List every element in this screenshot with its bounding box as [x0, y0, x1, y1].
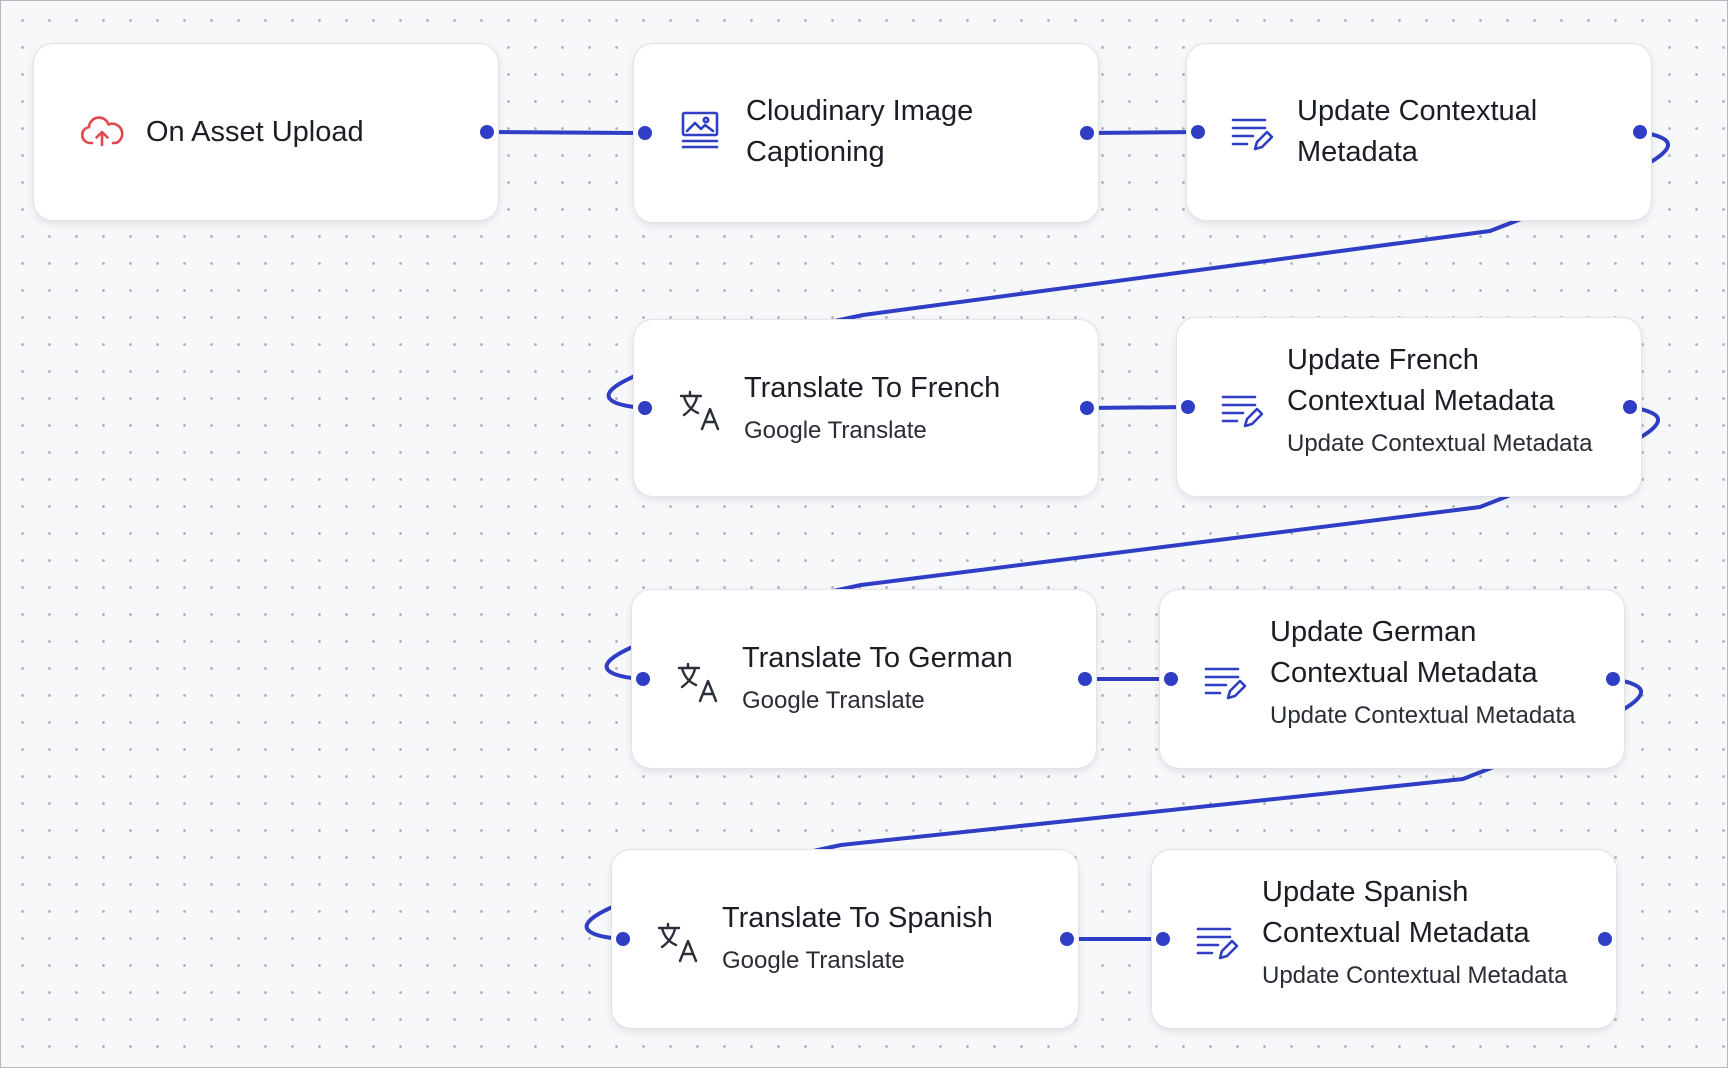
output-handle-cloudinary-image-captioning[interactable]	[1080, 126, 1094, 140]
edit-list-icon	[1219, 388, 1263, 432]
node-subtitle: Google Translate	[744, 417, 927, 444]
translate-icon	[656, 920, 700, 964]
input-handle-translate-to-french[interactable]	[638, 401, 652, 415]
input-handle-update-french-contextual-metadata[interactable]	[1181, 400, 1195, 414]
node-title: Update French Contextual Metadata	[1287, 344, 1555, 417]
node-subtitle: Google Translate	[742, 687, 925, 714]
output-handle-translate-to-spanish[interactable]	[1060, 932, 1074, 946]
output-handle-update-contextual-metadata[interactable]	[1633, 125, 1647, 139]
image-caption-icon	[678, 109, 722, 153]
edit-list-icon	[1194, 920, 1238, 964]
cloud-upload-icon-arrow	[95, 130, 109, 147]
translate-icon	[676, 660, 720, 704]
node-title: Update German Contextual Metadata	[1270, 616, 1538, 689]
node-title: Update Spanish Contextual Metadata	[1262, 876, 1530, 949]
input-handle-cloudinary-image-captioning[interactable]	[638, 126, 652, 140]
cloud-upload-icon-cloud	[80, 116, 124, 145]
output-handle-update-spanish-contextual-metadata[interactable]	[1598, 932, 1612, 946]
node-title: Translate To German	[742, 642, 1013, 674]
edit-list-icon	[1202, 660, 1246, 704]
input-handle-translate-to-spanish[interactable]	[616, 932, 630, 946]
edit-list-icon	[1229, 111, 1273, 155]
node-cloudinary-image-captioning[interactable]: Cloudinary Image Captioning	[633, 43, 1099, 223]
output-handle-update-german-contextual-metadata[interactable]	[1606, 672, 1620, 686]
input-handle-update-german-contextual-metadata[interactable]	[1164, 672, 1178, 686]
input-handle-translate-to-german[interactable]	[636, 672, 650, 686]
node-update-french-contextual-metadata[interactable]: Update French Contextual Metadata Update…	[1176, 317, 1642, 497]
node-title: Translate To French	[744, 372, 1001, 404]
node-subtitle: Update Contextual Metadata	[1262, 962, 1568, 989]
node-subtitle: Update Contextual Metadata	[1287, 430, 1593, 457]
output-handle-translate-to-french[interactable]	[1080, 401, 1094, 415]
node-subtitle: Google Translate	[722, 947, 905, 974]
node-translate-to-french[interactable]: Translate To French Google Translate	[633, 319, 1099, 497]
translate-icon	[678, 388, 722, 432]
node-translate-to-german[interactable]: Translate To German Google Translate	[631, 589, 1097, 769]
cloud-upload-icon	[80, 111, 124, 155]
node-subtitle: Update Contextual Metadata	[1270, 702, 1576, 729]
input-handle-update-spanish-contextual-metadata[interactable]	[1156, 932, 1170, 946]
input-handle-update-contextual-metadata[interactable]	[1191, 125, 1205, 139]
output-handle-on-asset-upload[interactable]	[480, 125, 494, 139]
node-title: On Asset Upload	[146, 116, 364, 148]
node-update-spanish-contextual-metadata[interactable]: Update Spanish Contextual Metadata Updat…	[1151, 849, 1617, 1029]
edge-update-contextual-metadata-to-translate-to-french[interactable]	[606, 130, 1670, 410]
node-title: Update Contextual Metadata	[1297, 95, 1538, 168]
node-update-german-contextual-metadata[interactable]: Update German Contextual Metadata Update…	[1159, 589, 1625, 769]
edge-on-asset-upload-to-cloudinary-image-captioning[interactable]	[485, 130, 647, 135]
edge-update-french-contextual-metadata-to-translate-to-german[interactable]	[604, 405, 1660, 681]
node-title: Translate To Spanish	[722, 902, 993, 934]
edge-cloudinary-image-captioning-to-update-contextual-metadata[interactable]	[1085, 130, 1200, 135]
node-title: Cloudinary Image Captioning	[746, 95, 974, 168]
node-on-asset-upload[interactable]: On Asset Upload	[33, 43, 499, 221]
output-handle-update-french-contextual-metadata[interactable]	[1623, 400, 1637, 414]
edge-update-german-contextual-metadata-to-translate-to-spanish[interactable]	[584, 677, 1643, 941]
node-update-contextual-metadata[interactable]: Update Contextual Metadata	[1186, 43, 1652, 221]
output-handle-translate-to-german[interactable]	[1078, 672, 1092, 686]
edge-translate-to-french-to-update-french-contextual-metadata[interactable]	[1085, 405, 1190, 410]
node-translate-to-spanish[interactable]: Translate To Spanish Google Translate	[611, 849, 1079, 1029]
